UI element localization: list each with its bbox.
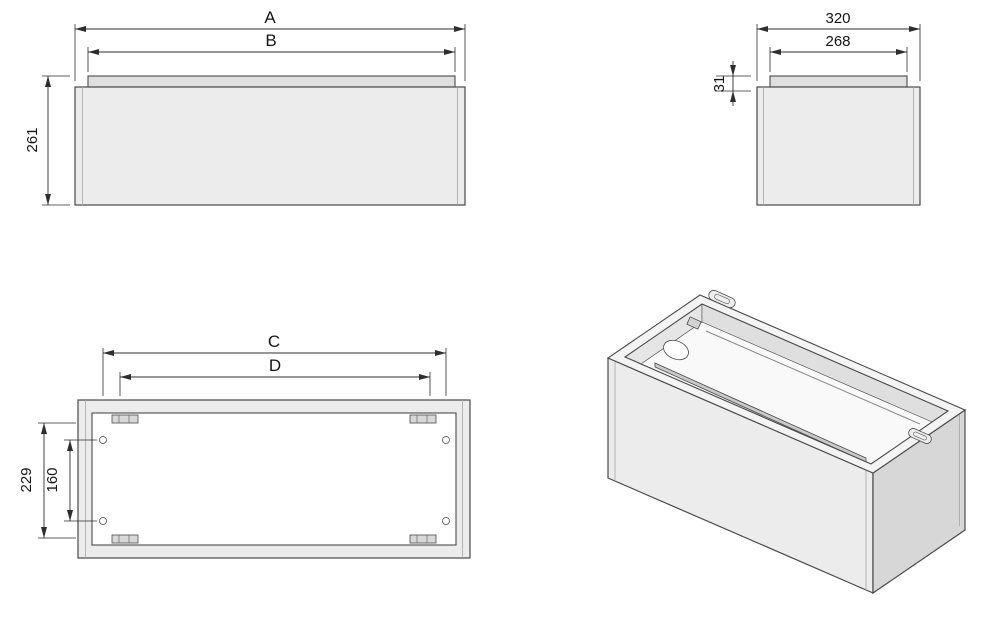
dimension-268: 268 [769, 33, 908, 72]
bracket-bottom-left-ticks [118, 535, 130, 543]
dimension-261: 261 [24, 75, 70, 206]
dimension-label: 320 [825, 10, 850, 27]
plan-view: C D 229 160 [18, 332, 471, 559]
dimension-C: C [102, 332, 447, 396]
hole-top-left [99, 436, 107, 444]
side-view: 320 268 31 [711, 10, 921, 206]
plan-corner-brackets [111, 414, 437, 544]
isometric-view [606, 289, 967, 595]
dimension-B: B [87, 31, 456, 72]
extension-lines [87, 47, 456, 72]
bracket-bottom-right [409, 534, 437, 544]
bracket-bottom-left [111, 534, 139, 544]
plan-panel-edge-lines [85, 400, 463, 558]
extension-lines [769, 47, 908, 72]
hole-top-right [442, 436, 450, 444]
extension-lines [756, 24, 921, 81]
front-panel-edge-lines [82, 87, 458, 205]
bracket-top-right-ticks [416, 415, 428, 423]
dimension-31: 31 [711, 61, 751, 106]
bracket-inner [913, 431, 927, 441]
hole-bottom-right [442, 517, 450, 525]
dimension-label: 261 [24, 127, 41, 152]
iso-plumbing-hole [663, 339, 689, 361]
side-body-panel [756, 86, 921, 206]
plan-mounting-holes [99, 436, 450, 525]
bracket-inner [714, 293, 730, 305]
dimension-label: 229 [18, 467, 35, 492]
dimension-label: B [265, 31, 276, 50]
clip-body [686, 316, 702, 330]
extension-lines [119, 372, 431, 396]
bracket-top-right [409, 414, 437, 424]
iso-top-rim [606, 294, 967, 474]
plan-inner-opening [91, 412, 457, 546]
front-body-panel [74, 86, 466, 206]
front-view: A B 261 [24, 8, 466, 206]
dimension-A: A [74, 8, 466, 81]
bracket-bottom-right-ticks [416, 535, 428, 543]
iso-bracket-back-left [708, 289, 736, 309]
dimension-229: 229 [18, 422, 76, 539]
side-top-rail [769, 75, 908, 88]
extension-lines [74, 24, 466, 81]
dimension-D: D [119, 356, 431, 396]
dimension-label: C [268, 332, 280, 351]
dimension-320: 320 [756, 10, 921, 81]
bracket-top-left [111, 414, 139, 424]
dimension-label: 160 [44, 467, 61, 492]
dimension-160: 160 [44, 439, 97, 522]
hole-bottom-left [99, 517, 107, 525]
extension-lines [102, 348, 447, 396]
front-top-rail [87, 75, 456, 88]
side-panel-edge-lines [763, 87, 914, 205]
bracket-top-left-ticks [118, 415, 130, 423]
iso-clip-back-left [686, 316, 702, 330]
iso-front-face-edge-lines [614, 361, 867, 590]
iso-back-slide-rail [705, 330, 921, 425]
dimension-label: 31 [711, 76, 728, 93]
dimension-label: 268 [825, 33, 850, 50]
iso-bracket-right [908, 428, 932, 444]
dimension-label: D [269, 356, 281, 375]
dimension-label: A [264, 8, 276, 27]
extension-lines [42, 75, 70, 206]
